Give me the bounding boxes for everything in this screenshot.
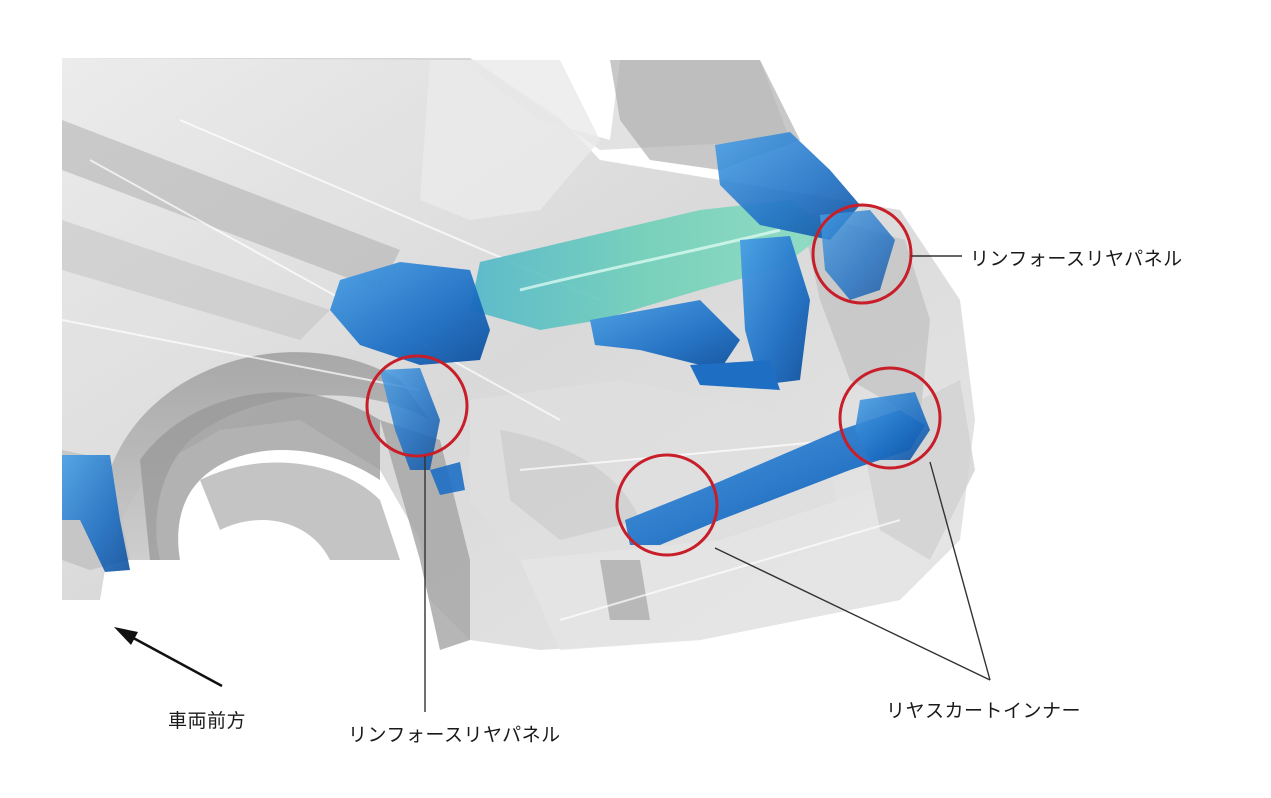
blue-reinforcements	[62, 132, 930, 572]
highlight-circles	[365, 203, 942, 557]
label-vehicle-front: 車両前方	[168, 710, 247, 732]
highlight-circle-right-upper	[811, 203, 913, 305]
rear-cross-member	[470, 200, 830, 330]
label-rear-skirt-inner: リヤスカートインナー	[886, 700, 1082, 722]
label-reinforce-rear-panel-left: リンフォースリヤパネル	[348, 724, 561, 746]
highlight-circle-skirt-right	[838, 366, 942, 470]
leader-line-skirt-right	[929, 461, 991, 681]
label-reinforce-rear-panel-right: リンフォースリヤパネル	[970, 248, 1183, 270]
highlight-circle-skirt-left	[615, 453, 719, 557]
leader-line-skirt-left	[714, 547, 991, 681]
body-structure	[61, 58, 975, 650]
leader-lines	[424, 255, 991, 712]
highlight-circle-left-pillar	[365, 354, 469, 458]
vehicle-front-arrow	[114, 627, 223, 688]
